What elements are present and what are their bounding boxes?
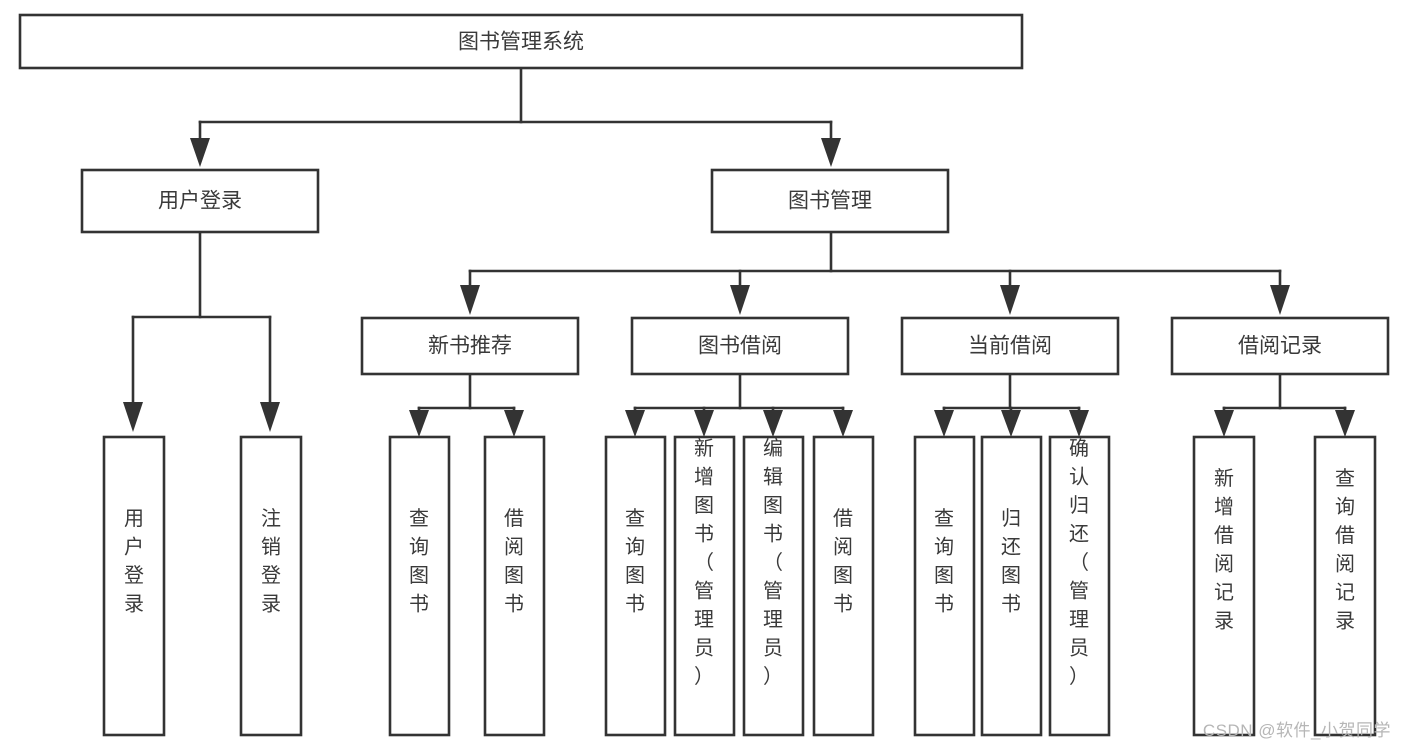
node-leaf-query-record[interactable]: 查询借阅记录 <box>1313 435 1377 737</box>
connector-group-new-book-recommend <box>409 372 524 437</box>
arrowhead-leaf-query-book-1 <box>409 410 429 437</box>
arrowhead-user-login <box>190 138 210 167</box>
node-leaf-return-book-label: 归还图书 <box>1001 507 1021 616</box>
arrowhead-leaf-borrow-book-2 <box>833 410 853 437</box>
arrowhead-leaf-return-book <box>1001 410 1021 437</box>
node-leaf-query-record-label: 查询借阅记录 <box>1335 467 1355 633</box>
connector-group-book-management <box>460 231 1290 315</box>
arrowhead-leaf-query-record <box>1335 410 1355 437</box>
node-leaf-borrow-book-1-box[interactable] <box>483 435 546 737</box>
arrowhead-leaf-add-book <box>694 410 714 437</box>
node-leaf-query-record-box[interactable] <box>1313 435 1377 737</box>
node-leaf-return-book[interactable]: 归还图书 <box>980 435 1043 737</box>
node-leaf-borrow-book-2[interactable]: 借阅图书 <box>812 435 875 737</box>
arrowhead-leaf-edit-book <box>763 410 783 437</box>
node-leaf-borrow-book-2-box[interactable] <box>812 435 875 737</box>
node-leaf-borrow-book-1-label: 借阅图书 <box>504 507 524 616</box>
connector-group-current-borrow <box>934 372 1089 437</box>
node-leaf-borrow-book-2-label: 借阅图书 <box>833 507 853 616</box>
node-new-book-recommend-box[interactable] <box>360 316 580 376</box>
node-leaf-query-book-2[interactable]: 查询图书 <box>604 435 667 737</box>
arrowhead-borrow-record <box>1270 285 1290 315</box>
arrowhead-leaf-add-record <box>1214 410 1234 437</box>
node-current-borrow-label: 当前借阅 <box>968 335 1052 358</box>
node-book-management-box[interactable] <box>710 168 950 234</box>
node-leaf-edit-book-box[interactable] <box>742 435 805 737</box>
node-user-login[interactable]: 用户登录 <box>80 168 320 234</box>
node-leaf-user-login-box[interactable] <box>102 435 166 737</box>
node-leaf-edit-book-label: 编辑图书（管理员） <box>763 437 783 688</box>
node-book-borrow[interactable]: 图书借阅 <box>630 316 850 376</box>
node-leaf-user-login[interactable]: 用户登录 <box>102 435 166 737</box>
node-leaf-confirm-return-box[interactable] <box>1048 435 1111 737</box>
node-leaf-add-record-label: 新增借阅记录 <box>1214 467 1234 633</box>
node-book-management[interactable]: 图书管理 <box>710 168 950 234</box>
node-leaf-query-book-3[interactable]: 查询图书 <box>913 435 976 737</box>
node-root-label: 图书管理系统 <box>458 31 584 54</box>
node-leaf-query-book-1-box[interactable] <box>388 435 451 737</box>
node-leaf-add-book[interactable]: 新增图书（管理员） <box>673 435 736 737</box>
node-new-book-recommend[interactable]: 新书推荐 <box>360 316 580 376</box>
node-user-login-box[interactable] <box>80 168 320 234</box>
node-book-borrow-label: 图书借阅 <box>698 335 782 358</box>
node-root-box[interactable] <box>18 13 1024 70</box>
arrowhead-current-borrow <box>1000 285 1020 315</box>
node-leaf-borrow-book-1[interactable]: 借阅图书 <box>483 435 546 737</box>
node-user-login-label: 用户登录 <box>158 190 242 213</box>
node-leaf-query-book-1[interactable]: 查询图书 <box>388 435 451 737</box>
node-leaf-query-book-3-label: 查询图书 <box>934 507 954 616</box>
arrowhead-leaf-logout-login <box>260 402 280 432</box>
node-root[interactable]: 图书管理系统 <box>18 13 1024 70</box>
node-borrow-record-label: 借阅记录 <box>1238 335 1322 358</box>
node-leaf-add-record-box[interactable] <box>1192 435 1256 737</box>
node-borrow-record-box[interactable] <box>1170 316 1390 376</box>
node-borrow-record[interactable]: 借阅记录 <box>1170 316 1390 376</box>
node-leaf-add-book-box[interactable] <box>673 435 736 737</box>
arrowhead-leaf-confirm-return <box>1069 410 1089 437</box>
arrowhead-leaf-query-book-2 <box>625 410 645 437</box>
node-leaf-return-book-box[interactable] <box>980 435 1043 737</box>
node-leaf-query-book-3-box[interactable] <box>913 435 976 737</box>
node-book-management-label: 图书管理 <box>788 190 872 213</box>
node-new-book-recommend-label: 新书推荐 <box>428 335 512 358</box>
node-leaf-logout-login-label: 注销登录 <box>261 507 281 616</box>
arrowhead-leaf-query-book-3 <box>934 410 954 437</box>
node-leaf-add-book-label: 新增图书（管理员） <box>694 437 714 688</box>
node-leaf-query-book-2-label: 查询图书 <box>625 507 645 616</box>
arrowhead-book-management <box>821 138 841 167</box>
node-leaf-query-book-1-label: 查询图书 <box>409 507 429 616</box>
connector-group-book-borrow <box>625 372 853 437</box>
arrowhead-new-book-recommend <box>460 285 480 315</box>
node-leaf-confirm-return[interactable]: 确认归还（管理员） <box>1048 435 1111 737</box>
node-leaf-logout-login-box[interactable] <box>239 435 303 737</box>
connector-group-root <box>190 66 841 167</box>
arrowhead-leaf-user-login <box>123 402 143 432</box>
connector-group-borrow-record <box>1214 372 1355 437</box>
watermark-text: CSDN @软件_小贺同学 <box>1202 721 1391 740</box>
node-current-borrow[interactable]: 当前借阅 <box>900 316 1120 376</box>
node-leaf-user-login-label: 用户登录 <box>124 508 144 616</box>
node-leaf-confirm-return-label: 确认归还（管理员） <box>1069 437 1089 688</box>
connector-group-user-login <box>123 231 280 432</box>
arrowhead-book-borrow <box>730 285 750 315</box>
node-leaf-query-book-2-box[interactable] <box>604 435 667 737</box>
node-current-borrow-box[interactable] <box>900 316 1120 376</box>
arrowhead-leaf-borrow-book-1 <box>504 410 524 437</box>
node-leaf-edit-book[interactable]: 编辑图书（管理员） <box>742 435 805 737</box>
node-book-borrow-box[interactable] <box>630 316 850 376</box>
node-leaf-logout-login[interactable]: 注销登录 <box>239 435 303 737</box>
node-leaf-add-record[interactable]: 新增借阅记录 <box>1192 435 1256 737</box>
